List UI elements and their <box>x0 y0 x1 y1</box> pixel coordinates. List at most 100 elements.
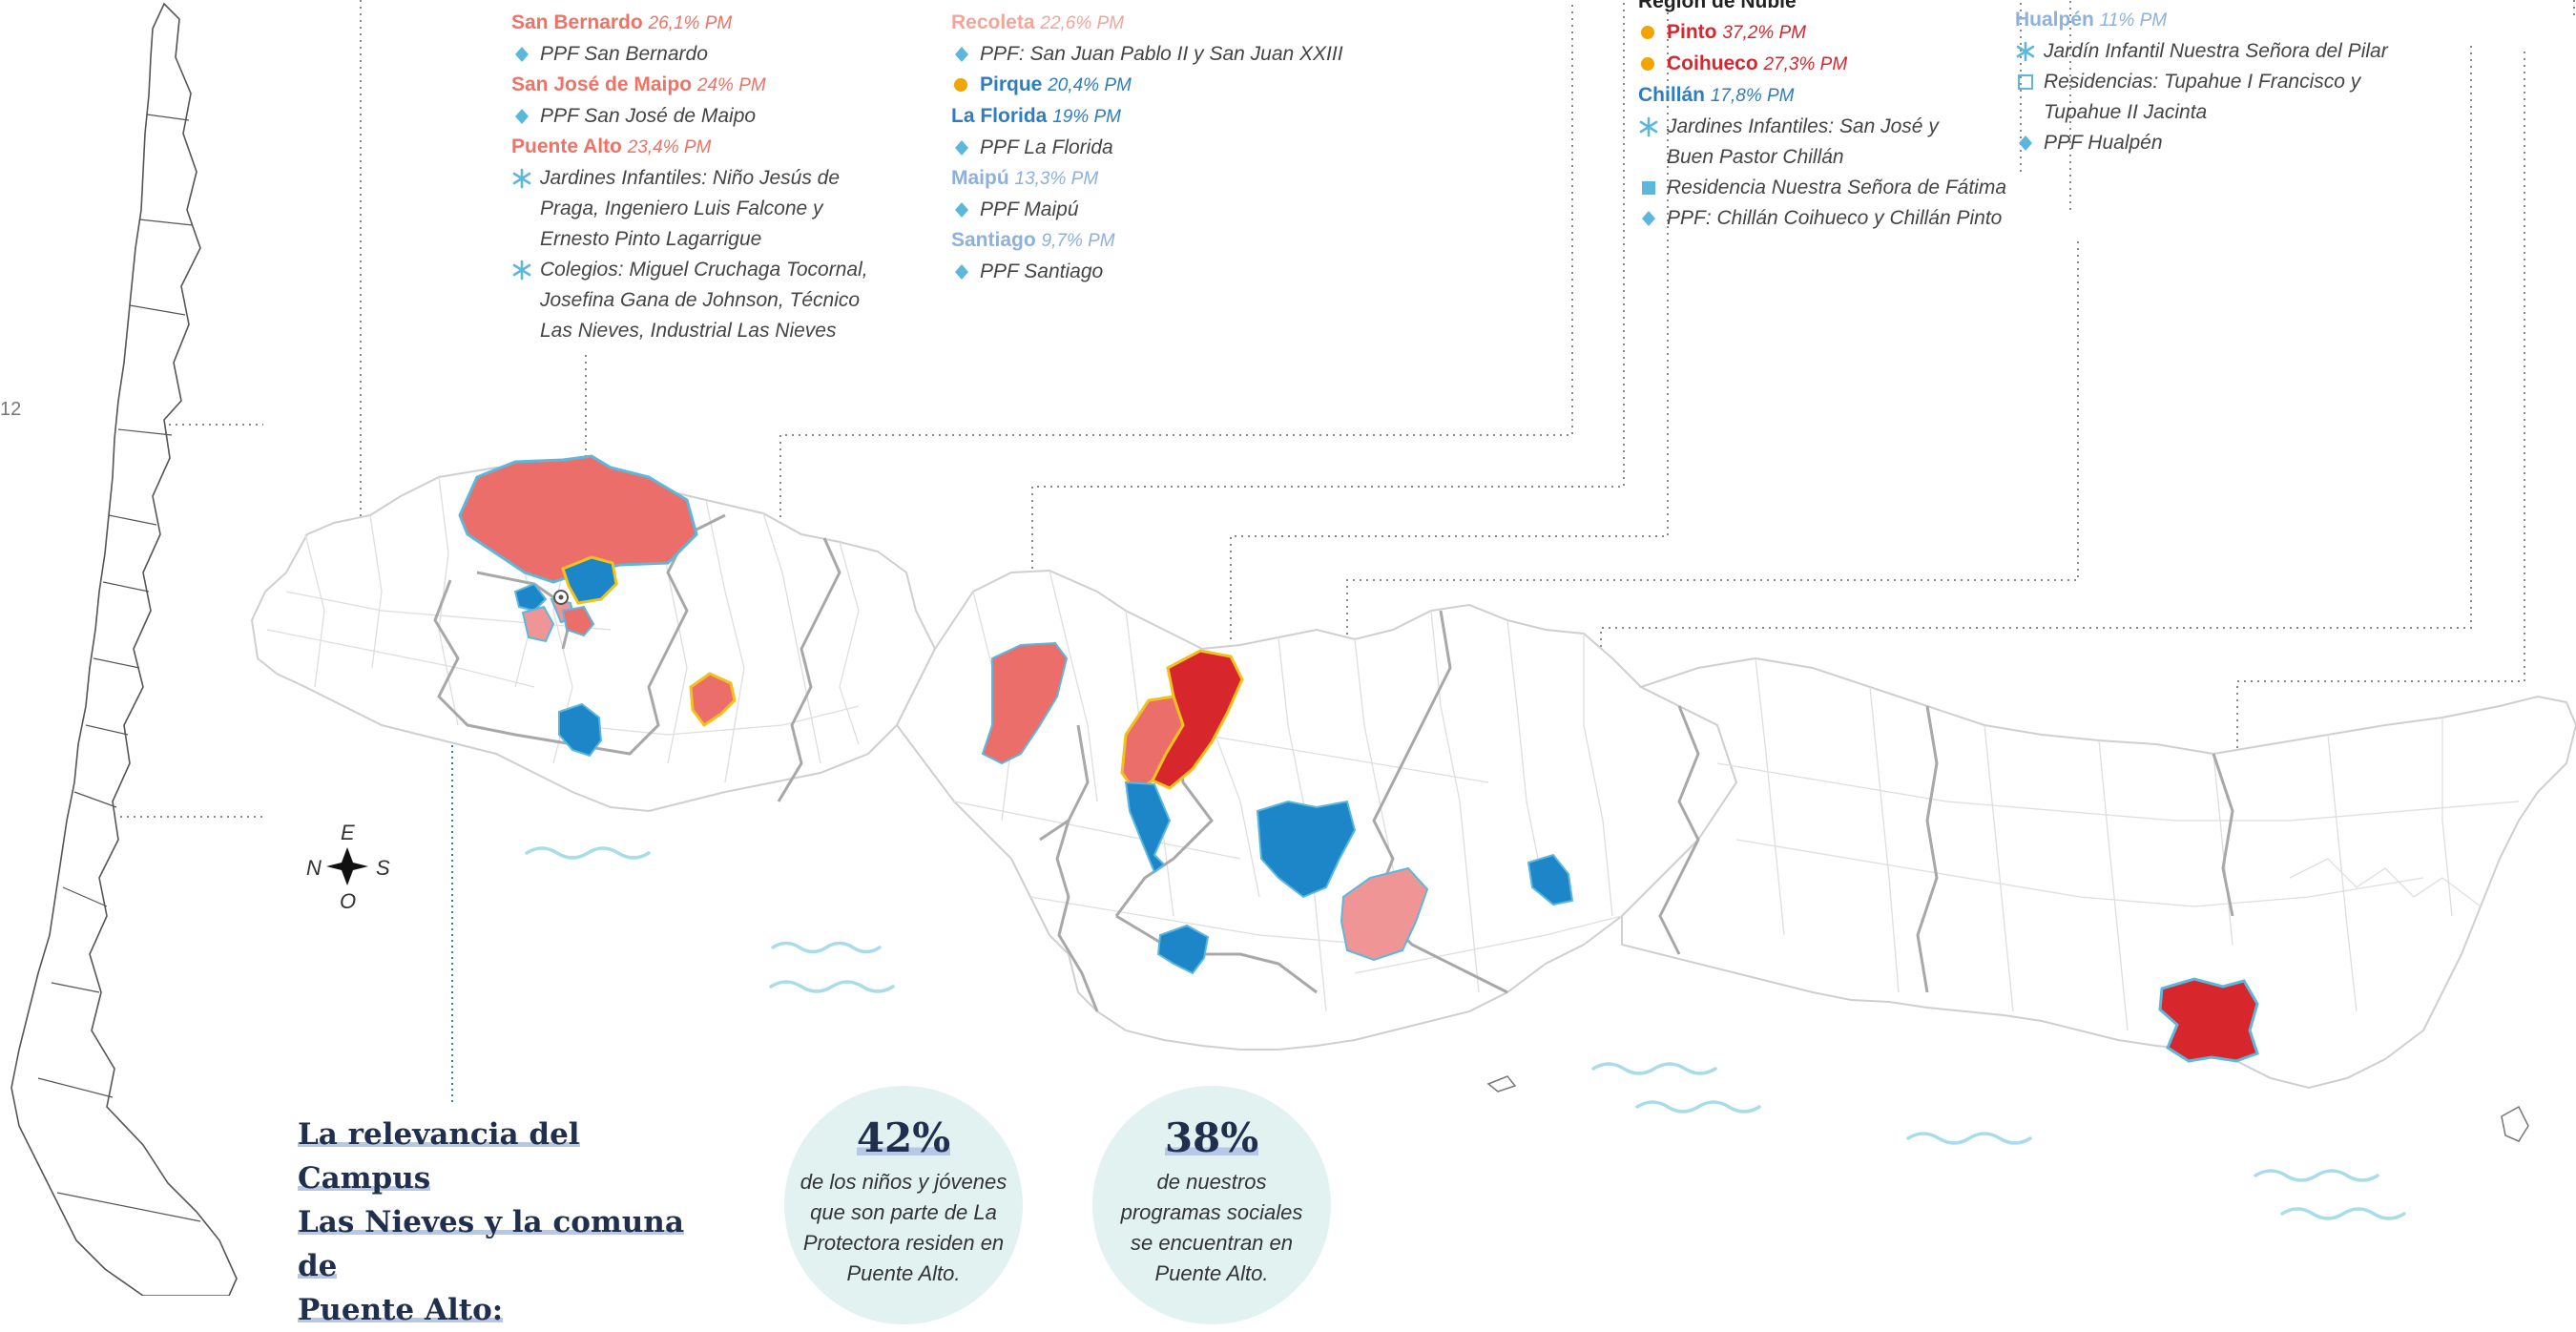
legend-commune: Hualpén 11% PM <box>2015 5 2416 36</box>
commune-percentage: 11% PM <box>2099 10 2168 31</box>
commune-pirque <box>558 702 603 758</box>
commune-maipu <box>561 605 595 637</box>
commune-name: Maipú <box>951 167 1009 189</box>
metropolitana-region <box>250 466 937 813</box>
stat-2-line: programas sociales <box>1120 1200 1303 1224</box>
commune-lines <box>266 467 2520 1031</box>
stat-1-line: que son parte de La <box>810 1200 997 1224</box>
commune-percentage: 23,4% PM <box>627 137 712 157</box>
program-text: PPF: San Juan Pablo II y San Juan XXIII <box>980 43 1343 65</box>
legend-commune: Recoleta 22,6% PM <box>951 8 1361 39</box>
water-waves <box>525 846 2406 1220</box>
legend-program-item: Jardines Infantiles: San José y Buen Past… <box>1638 112 2039 173</box>
stat-circle-2: 38% de nuestros programas sociales se en… <box>1092 1086 1331 1324</box>
stat-1-line: de los niños y jóvenes <box>800 1170 1008 1194</box>
commune-san-jose-de-maipo <box>689 672 737 728</box>
commune-nuble-pink <box>1340 866 1429 962</box>
legend-commune: Pinto 37,2% PM <box>1638 17 2039 49</box>
chile-outline <box>10 2 238 1296</box>
compass-rose: N S E O <box>306 821 390 913</box>
commune-chillan <box>1124 780 1172 874</box>
legend-program-item: Jardín Infantil Nuestra Señora del Pilar <box>2015 36 2416 67</box>
stat-1-line: Protectora residen en <box>802 1231 1005 1255</box>
commune-name: Santiago <box>951 229 1036 251</box>
stat-1-value: 42% <box>856 1114 951 1161</box>
wave-icon <box>1906 1132 2032 1145</box>
commune-maule-blue-1 <box>1256 800 1357 899</box>
diamond-icon <box>955 202 968 218</box>
legend-commune: Coihueco 27,3% PM <box>1638 49 2039 80</box>
legend-commune: San Bernardo 26,1% PM <box>511 8 912 39</box>
legend-program-item: PPF Hualpén <box>2015 128 2416 158</box>
diamond-icon <box>2019 135 2032 151</box>
connector-line <box>1346 239 2079 668</box>
commune-percentage: 17,8% PM <box>1710 86 1795 106</box>
legend-commune: Pirque 20,4% PM <box>951 70 1361 101</box>
commune-percentage: 20,4% PM <box>1048 75 1132 95</box>
commune-name: Coihueco <box>1667 52 1758 74</box>
commune-percentage: 9,7% PM <box>1041 231 1115 251</box>
commune-percentage: 19% PM <box>1052 107 1122 127</box>
connector-line <box>1031 0 1625 582</box>
asterisk-icon <box>1639 116 1658 137</box>
title-line-1: La relevancia del Campus <box>298 1117 580 1196</box>
program-text-line: Praga, Ingeniero Luis Falcone y <box>540 198 823 219</box>
title-line-2: Las Nieves y la comuna de <box>298 1205 684 1283</box>
legend-commune: Santiago 9,7% PM <box>951 225 1361 257</box>
diamond-icon <box>1642 211 1655 226</box>
asterisk-icon <box>512 260 531 281</box>
program-text-line: Las Nieves, Industrial Las Nieves <box>540 320 837 342</box>
commune-coihueco <box>1120 695 1185 795</box>
program-text: PPF San José de Maipo <box>540 105 757 127</box>
program-text: PPF Santiago <box>980 260 1104 282</box>
program-text-line: Josefina Gana de Johnson, Técnico <box>540 289 861 311</box>
regions-base <box>250 466 2576 1090</box>
legend-commune: San José de Maipo 24% PM <box>511 70 912 101</box>
program-text-line: Jardines Infantiles: San José y <box>1667 115 1939 137</box>
commune-maule-blue-2 <box>1156 924 1210 975</box>
regions-map: N S E O <box>10 0 2576 1296</box>
compass-star-icon <box>326 847 368 885</box>
legend-program-item: PPF La Florida <box>951 133 1361 163</box>
commune-name: Puente Alto <box>511 135 622 157</box>
stat-2-text: de nuestros programas sociales se encuen… <box>1092 1167 1331 1289</box>
compass-south: S <box>376 856 390 880</box>
legend-region-heading: Región de Ñuble <box>1638 0 2039 17</box>
legend-metropolitana-col2: Recoleta 22,6% PM PPF: San Juan Pablo II … <box>951 8 1361 287</box>
program-text-line: Tupahue II Jacinta <box>2044 101 2208 123</box>
dot-icon <box>1641 57 1654 71</box>
diamond-icon <box>955 140 968 156</box>
legend-program-item: PPF Maipú <box>951 195 1361 225</box>
commune-hualpen <box>2158 977 2259 1063</box>
commune-name: Chillán <box>1638 84 1706 106</box>
program-text: PPF Maipú <box>980 198 1079 220</box>
commune-la-florida <box>513 582 548 613</box>
biobio-region <box>1621 656 2576 1090</box>
commune-percentage: 13,3% PM <box>1014 169 1099 189</box>
legend-program-item: Colegios: Miguel Cruchaga Tocornal,Josef… <box>511 255 912 346</box>
program-text: Residencia Nuestra Señora de Fátima <box>1667 177 2007 198</box>
commune-recoleta <box>521 605 555 643</box>
legend-commune: Maipú 13,3% PM <box>951 163 1361 195</box>
asterisk-icon <box>2016 41 2035 62</box>
wave-icon <box>1591 1062 1717 1075</box>
wave-icon <box>771 941 882 954</box>
program-text-line: Buen Pastor Chillán <box>1667 146 1844 168</box>
title-line-3: Puente Alto: <box>298 1293 504 1327</box>
wave-icon <box>525 846 651 860</box>
commune-puente-alto <box>561 555 618 605</box>
puente-alto-marker <box>553 590 569 605</box>
commune-percentage: 26,1% PM <box>648 13 733 33</box>
stat-2-value: 38% <box>1164 1114 1259 1161</box>
commune-name: Pinto <box>1667 21 1717 43</box>
legend-program-item: Residencia Nuestra Señora de Fátima <box>1638 173 2039 203</box>
program-text: PPF Hualpén <box>2044 132 2163 154</box>
stat-2-line: se encuentran en <box>1130 1231 1294 1255</box>
program-text-line: Ernesto Pinto Lagarrigue <box>540 228 762 250</box>
region-name: Región de Ñuble <box>1638 0 1797 12</box>
